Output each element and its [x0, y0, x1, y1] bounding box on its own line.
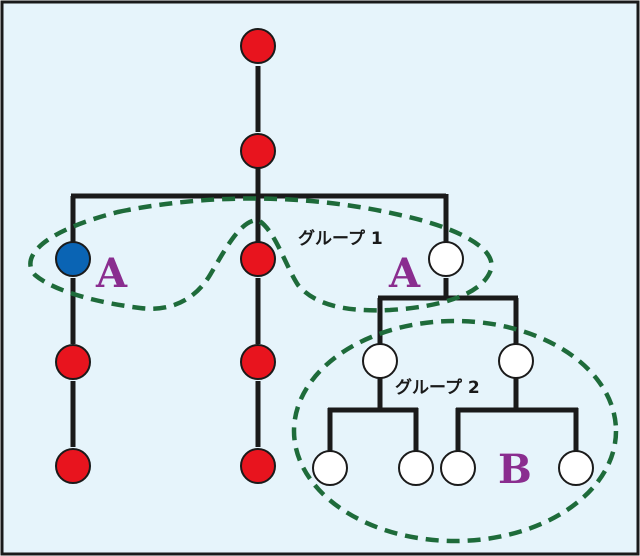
red-node [240, 241, 276, 277]
white-node [558, 450, 594, 486]
red-node [240, 133, 276, 169]
red-node [55, 448, 91, 484]
white-node [398, 450, 434, 486]
nodes [55, 28, 594, 486]
red-node [240, 344, 276, 380]
blue-node [55, 241, 91, 277]
red-node [55, 344, 91, 380]
white-node [312, 450, 348, 486]
label-a-right: A [388, 250, 421, 297]
red-node [240, 28, 276, 64]
white-node [498, 343, 534, 379]
label-a-left: A [95, 250, 128, 297]
label-b: B [498, 446, 532, 493]
group-1-label: グループ 1 [298, 228, 383, 249]
group-2-label: グループ 2 [395, 377, 480, 398]
red-node [240, 448, 276, 484]
group-2-outline [291, 318, 619, 544]
white-node [428, 241, 464, 277]
edges [70, 66, 579, 452]
group-1-outline [28, 196, 494, 313]
white-node [362, 343, 398, 379]
white-node [440, 450, 476, 486]
